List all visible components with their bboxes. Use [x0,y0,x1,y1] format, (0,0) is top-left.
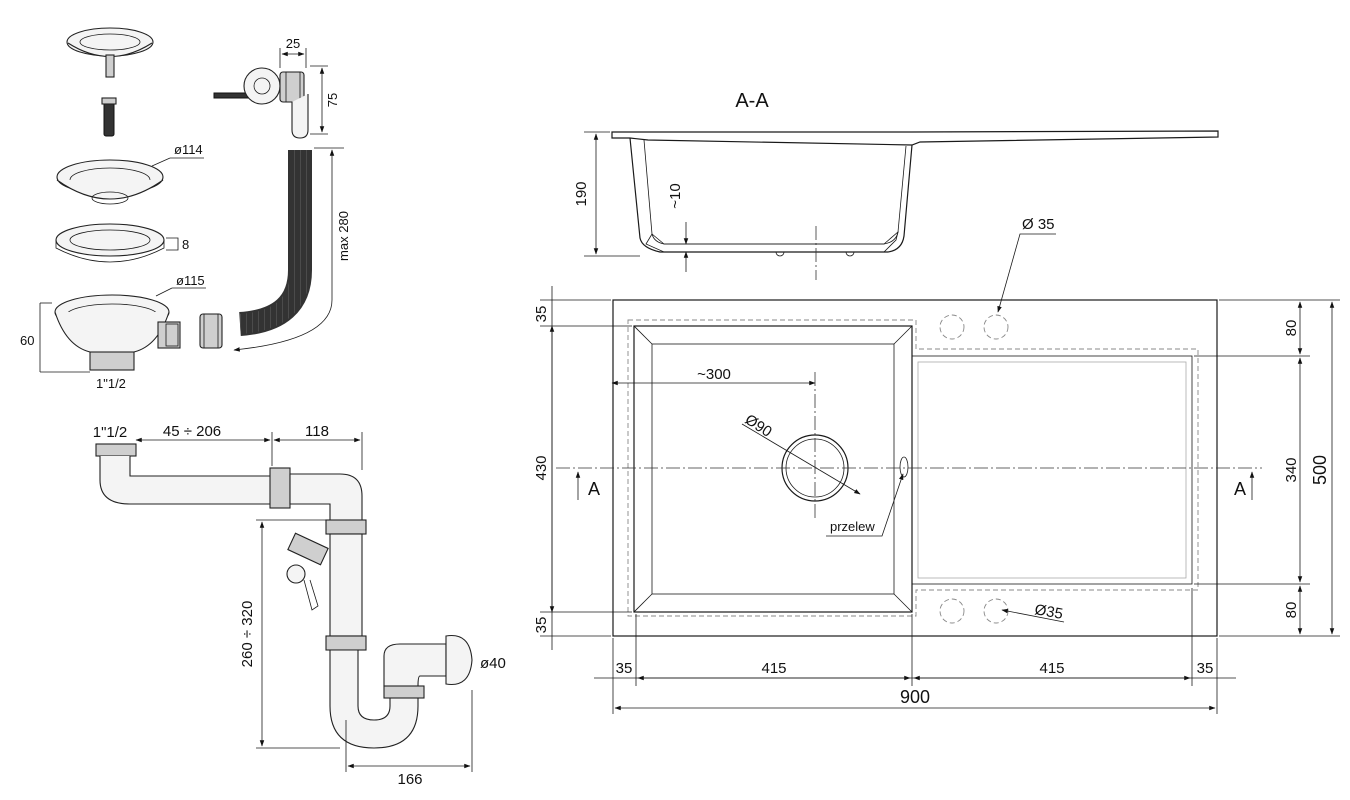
cut-marker-right: A [1234,479,1246,499]
overflow-slot [899,456,909,478]
dim-right-top: 80 [1283,320,1300,337]
dim-right-mid: 340 [1283,457,1300,482]
strainer-flange [56,159,164,205]
overflow-assembly [213,67,309,139]
dim-body-dia: ø115 [176,273,205,288]
dim-tap-hole-bottom: Ø35 [1033,601,1064,623]
dim-left-mid: 430 [533,455,550,480]
dim-siphon-thread: 1"1/2 [93,424,128,441]
dim-gasket-thk: 8 [182,237,189,252]
dim-bottom-b: 415 [761,660,786,677]
dim-left-top: 35 [533,306,550,323]
dim-height-range: 260 ÷ 320 [239,601,256,668]
dim-bottom-width: 166 [397,771,422,788]
tap-hole-1 [939,314,965,340]
dim-nut-height: 75 [325,93,340,107]
siphon: ø40 1"1/2 45 ÷ 206 118 260 ÷ 320 166 [93,423,506,788]
dim-nut-width: 25 [286,36,300,51]
drainboard [911,355,1193,585]
dim-pipe-range: 45 ÷ 206 [163,423,221,440]
plan-view: A A ~300 Ø90 przelew Ø 35 Ø35 35 430 35 [533,216,1340,714]
dim-bottom-d: 35 [1197,660,1214,677]
dim-body-height: 60 [20,333,34,348]
dim-outlet-dia: ø40 [480,655,506,672]
dim-tap-hole: Ø 35 [1022,216,1055,233]
screw [101,97,117,137]
strainer-parts: ø114 8 ø115 60 1"1/2 [20,27,351,391]
gasket [55,223,165,263]
dim-overall-width: 900 [900,687,930,707]
dim-offset: 118 [305,423,329,440]
dim-overall-depth: 500 [1310,455,1330,485]
section-label: A-A [735,90,769,112]
tap-hole-2 [983,314,1009,340]
overflow-label: przelew [830,519,875,534]
bowl-outer [633,325,913,613]
basket-strainer [66,27,154,78]
dim-section-bottom: ~10 [667,183,684,208]
cut-marker-left: A [588,479,600,499]
dim-drain-dia: Ø90 [742,411,775,441]
dim-hose-max: max 280 [336,211,351,261]
dim-strainer-dia: ø114 [174,142,203,157]
bowl-inner [651,343,895,595]
drain-body [54,294,181,371]
dim-bottom-c: 415 [1039,660,1064,677]
dim-right-bottom: 80 [1283,602,1300,619]
dim-left-bottom: 35 [533,617,550,634]
dim-body-thread: 1"1/2 [96,376,126,391]
dim-bottom-a: 35 [616,660,633,677]
section-view: A-A 190 ~10 [573,90,1219,280]
dim-section-height: 190 [573,181,590,206]
tap-hole-3 [939,598,965,624]
dim-drain-offset: ~300 [697,366,731,383]
tap-hole-4 [983,598,1009,624]
flexible-hose [199,150,312,349]
